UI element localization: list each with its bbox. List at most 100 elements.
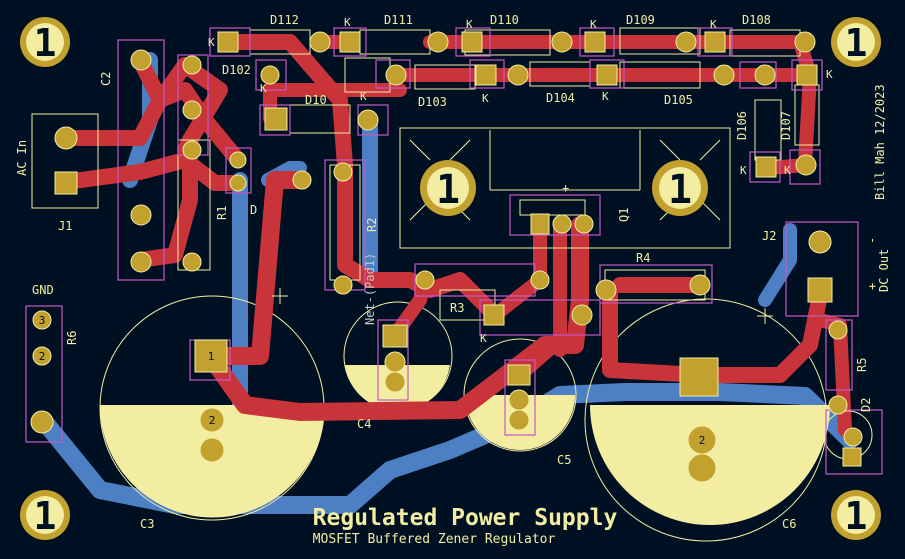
pad	[339, 31, 361, 53]
cathode-mark: K	[784, 164, 791, 177]
cathode-mark: K	[480, 332, 487, 345]
pad	[30, 410, 54, 434]
pad	[574, 214, 594, 234]
pad	[130, 49, 152, 71]
pad	[530, 270, 550, 290]
q1-plus: +	[562, 181, 569, 195]
pad	[292, 170, 312, 190]
pad-number: 3	[39, 314, 46, 327]
ref-d108: D108	[742, 13, 771, 27]
ref-d101: D10	[305, 93, 327, 107]
pad	[130, 204, 152, 226]
dc-out-label: DC Out	[877, 249, 891, 292]
pad	[264, 107, 288, 131]
pad	[704, 31, 726, 53]
pad	[795, 154, 817, 176]
svg-text:1: 1	[845, 494, 868, 538]
ref-c2: C2	[99, 72, 113, 86]
mounting-holes: 1 1 1 1 1 1	[20, 17, 881, 540]
pad	[842, 447, 862, 467]
pad	[551, 31, 573, 53]
mounting-hole-top-left: 1	[20, 17, 70, 67]
cathode-mark: K	[360, 90, 367, 103]
pad	[54, 126, 78, 150]
dc-out-plus: +	[865, 283, 879, 290]
pad	[794, 31, 816, 53]
pad	[507, 364, 531, 386]
ref-d105: D105	[664, 93, 693, 107]
cathode-mark: K	[710, 18, 717, 31]
pad	[415, 270, 435, 290]
ref-d104: D104	[546, 91, 575, 105]
ref-d112: D112	[270, 13, 299, 27]
pad	[796, 64, 818, 86]
pad-number: 1	[208, 350, 215, 363]
ref-d111: D111	[384, 13, 413, 27]
pad	[229, 174, 247, 192]
ref-r2: R2	[365, 218, 379, 232]
ref-r6: R6	[65, 331, 79, 345]
pad	[828, 395, 848, 415]
pad	[427, 31, 449, 53]
pad	[508, 389, 530, 411]
crosshairs	[272, 288, 773, 324]
pad-number: 2	[209, 414, 216, 427]
cathode-mark: K	[602, 90, 609, 103]
pad	[194, 339, 228, 373]
ac-in-label: AC In	[15, 140, 29, 176]
pad-number: 2	[699, 434, 706, 447]
heatsink-hole-left: 1	[420, 160, 476, 216]
ref-r1: R1	[215, 206, 229, 220]
ref-d109: D109	[626, 13, 655, 27]
mounting-hole-top-right: 1	[831, 17, 881, 67]
pad	[32, 310, 52, 330]
ref-d1: D	[250, 203, 257, 217]
pad	[596, 64, 618, 86]
pad	[384, 351, 406, 373]
cathode-mark: K	[826, 68, 833, 81]
cathode-mark: K	[740, 164, 747, 177]
cathode-mark: K	[590, 18, 597, 31]
pad	[687, 453, 717, 483]
mounting-hole-bottom-right: 1	[831, 490, 881, 540]
ref-j1: J1	[58, 219, 72, 233]
pad	[182, 100, 202, 120]
pad	[182, 140, 202, 160]
pad	[130, 251, 152, 273]
svg-text:1: 1	[436, 167, 460, 213]
board-subtitle: MOSFET Buffered Zener Regulator	[313, 532, 556, 547]
pads	[30, 31, 863, 483]
pad	[475, 64, 497, 86]
pad	[754, 64, 776, 86]
pad	[808, 230, 832, 254]
pad	[530, 213, 550, 235]
ref-d2: D2	[859, 398, 873, 412]
gnd-label: GND	[32, 283, 54, 297]
cathode-markers: K K K K K K K K K K K K K	[208, 16, 833, 345]
pad	[508, 409, 530, 431]
reference-designators: D112 D111 D110 D109 D108 D102 D103 D104 …	[58, 13, 873, 531]
ref-c4: C4	[357, 417, 371, 431]
ref-d102: D102	[222, 63, 251, 77]
pad	[679, 357, 719, 397]
pad	[32, 346, 52, 366]
pad-numbers: 3 2 1 2 2	[39, 314, 706, 447]
svg-text:1: 1	[845, 21, 868, 65]
pad	[689, 274, 711, 296]
pad	[571, 304, 593, 326]
pad	[552, 214, 572, 234]
svg-text:1: 1	[34, 21, 57, 65]
ref-r5: R5	[855, 358, 869, 372]
pad	[309, 31, 331, 53]
pad	[843, 427, 863, 447]
ref-c6: C6	[782, 517, 796, 531]
pad	[755, 156, 777, 178]
ref-d103: D103	[418, 95, 447, 109]
pad	[507, 64, 529, 86]
pad	[333, 275, 353, 295]
pad	[828, 320, 848, 340]
net-label: Net-(Pad1)	[363, 253, 377, 325]
pad	[713, 64, 735, 86]
pad	[182, 252, 202, 272]
